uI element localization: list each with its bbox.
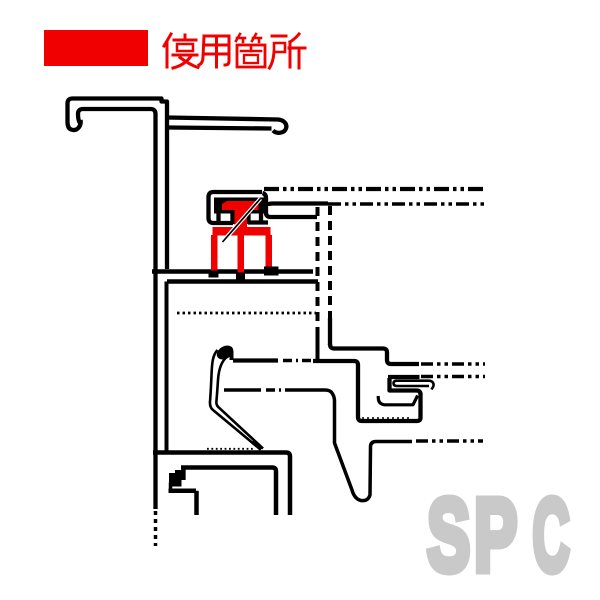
svg-text:C: C <box>533 478 570 593</box>
svg-text:SP: SP <box>427 478 521 593</box>
